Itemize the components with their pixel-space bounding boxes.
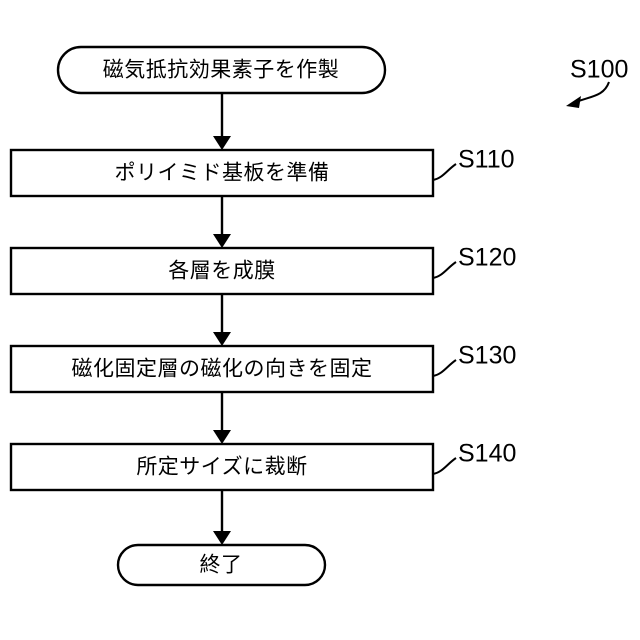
edge-start-to-s110-arrowhead — [213, 136, 231, 150]
overall-ref-leader-line — [575, 81, 610, 103]
edge-s140-to-end-arrowhead — [213, 531, 231, 545]
ref-s140-label: S140 — [458, 440, 516, 468]
overall-ref-s100: S100 — [566, 56, 628, 108]
edge-s120-to-s130 — [213, 294, 231, 346]
ref-s120-leader-line — [432, 261, 457, 279]
node-s130-label: 磁化固定層の磁化の向きを固定 — [72, 358, 373, 381]
edge-s130-to-s140-arrowhead — [213, 430, 231, 444]
node-start[interactable]: 磁気抵抗効果素子を作製 — [56, 45, 387, 95]
edge-s140-to-end — [213, 490, 231, 545]
node-end-shape — [116, 543, 327, 587]
node-s110[interactable]: ポリイミド基板を準備 — [9, 148, 435, 198]
ref-s110-label: S110 — [458, 146, 515, 174]
node-start-label: 磁気抵抗効果素子を作製 — [103, 59, 340, 82]
ref-s110: S110 — [432, 146, 515, 181]
edge-s130-to-s140 — [213, 392, 231, 444]
node-s130-shape — [9, 344, 435, 394]
edge-start-to-s110 — [213, 93, 231, 150]
node-s110-label: ポリイミド基板を準備 — [115, 162, 330, 185]
ref-s120: S120 — [432, 244, 516, 279]
node-s120-label: 各層を成膜 — [168, 260, 276, 283]
ref-s130-label: S130 — [458, 342, 516, 370]
ref-s110-leader-line — [432, 163, 457, 181]
ref-s130-leader-line — [432, 359, 457, 377]
ref-s130: S130 — [432, 342, 516, 377]
edge-s110-to-s120-arrowhead — [213, 234, 231, 248]
ref-s120-label: S120 — [458, 244, 516, 272]
overall-ref-label: S100 — [570, 56, 628, 84]
node-s120[interactable]: 各層を成膜 — [9, 246, 435, 296]
node-s110-shape — [9, 148, 435, 198]
node-s130[interactable]: 磁化固定層の磁化の向きを固定 — [9, 344, 435, 394]
node-end[interactable]: 終了 — [116, 543, 327, 587]
ref-s140: S140 — [432, 440, 516, 475]
node-s140[interactable]: 所定サイズに裁断 — [9, 442, 435, 492]
overall-ref-arrowhead — [566, 96, 581, 108]
edge-s120-to-s130-arrowhead — [213, 332, 231, 346]
edge-s110-to-s120 — [213, 196, 231, 248]
node-end-label: 終了 — [200, 554, 243, 577]
ref-s140-leader-line — [432, 457, 457, 475]
node-s140-label: 所定サイズに裁断 — [136, 456, 307, 479]
